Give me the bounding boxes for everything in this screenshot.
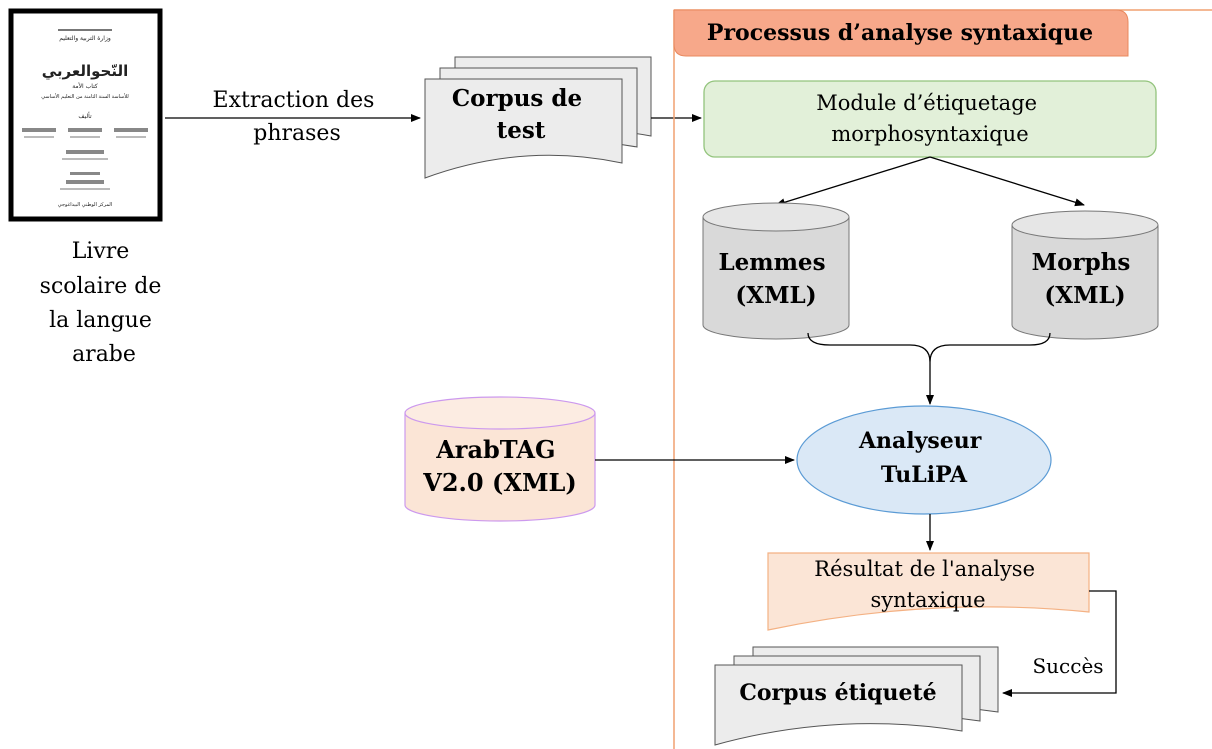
analyseur-label: Analyseur TuLiPA	[858, 428, 989, 488]
succes-label: Succès	[1032, 654, 1103, 678]
process-title-banner: Processus d’analyse syntaxique	[673, 9, 1129, 57]
succes-arrow	[1002, 590, 1117, 697]
resultat-label: Résultat de l'analyse syntaxique	[814, 557, 1041, 612]
book-cover-image: وزارة التربية والتعليم النّحوالعربي كتاب…	[8, 8, 163, 222]
morphs-cylinder: Morphs (XML)	[1011, 210, 1159, 340]
book-caption-line: scolaire de	[40, 274, 162, 299]
corpus-test-node: Corpus de test	[424, 56, 652, 179]
merge-brace	[807, 332, 1051, 363]
resultat-node: Résultat de l'analyse syntaxique	[767, 552, 1090, 631]
lemmes-label: Lemmes (XML)	[718, 249, 833, 309]
book-cover-title: النّحوالعربي	[42, 62, 129, 80]
book-cover-subtitle: كتاب الأمة	[72, 82, 98, 90]
corpus-test-label: Corpus de test	[452, 85, 590, 144]
book-cover-desc: للأساسة السنة الثامنة من التعليم الأساسي	[41, 93, 129, 100]
corpus-etiquete-node: Corpus étiqueté	[714, 646, 999, 746]
module-label: Module d’étiquetage morphosyntaxique	[816, 91, 1044, 146]
extraction-label: Extraction des phrases	[213, 88, 382, 146]
module-to-morphs-arrow	[929, 156, 1085, 207]
module-node: Module d’étiquetage morphosyntaxique	[703, 80, 1157, 158]
book-caption: Livre scolaire de la langue arabe	[40, 239, 169, 367]
corpus-etiquete-label: Corpus étiqueté	[739, 680, 936, 706]
lemmes-cylinder: Lemmes (XML)	[702, 202, 850, 340]
analyseur-node: Analyseur TuLiPA	[796, 405, 1052, 515]
arabtag-label: ArabTAG V2.0 (XML)	[422, 435, 577, 497]
book-cover-footer: المركز الوطني البيداغوجي	[58, 202, 112, 208]
svg-text:وزارة التربية والتعليم: وزارة التربية والتعليم	[59, 35, 111, 42]
arabtag-cylinder: ArabTAG V2.0 (XML)	[404, 396, 596, 522]
morphs-label: Morphs (XML)	[1032, 249, 1139, 309]
module-to-lemmes-arrow	[775, 156, 931, 207]
process-title: Processus d’analyse syntaxique	[707, 20, 1093, 46]
book-caption-line: arabe	[72, 342, 136, 367]
book-caption-line: la langue	[49, 308, 152, 333]
book-caption-line: Livre	[72, 239, 130, 264]
book-cover-authors-label: تأليف	[78, 111, 92, 120]
